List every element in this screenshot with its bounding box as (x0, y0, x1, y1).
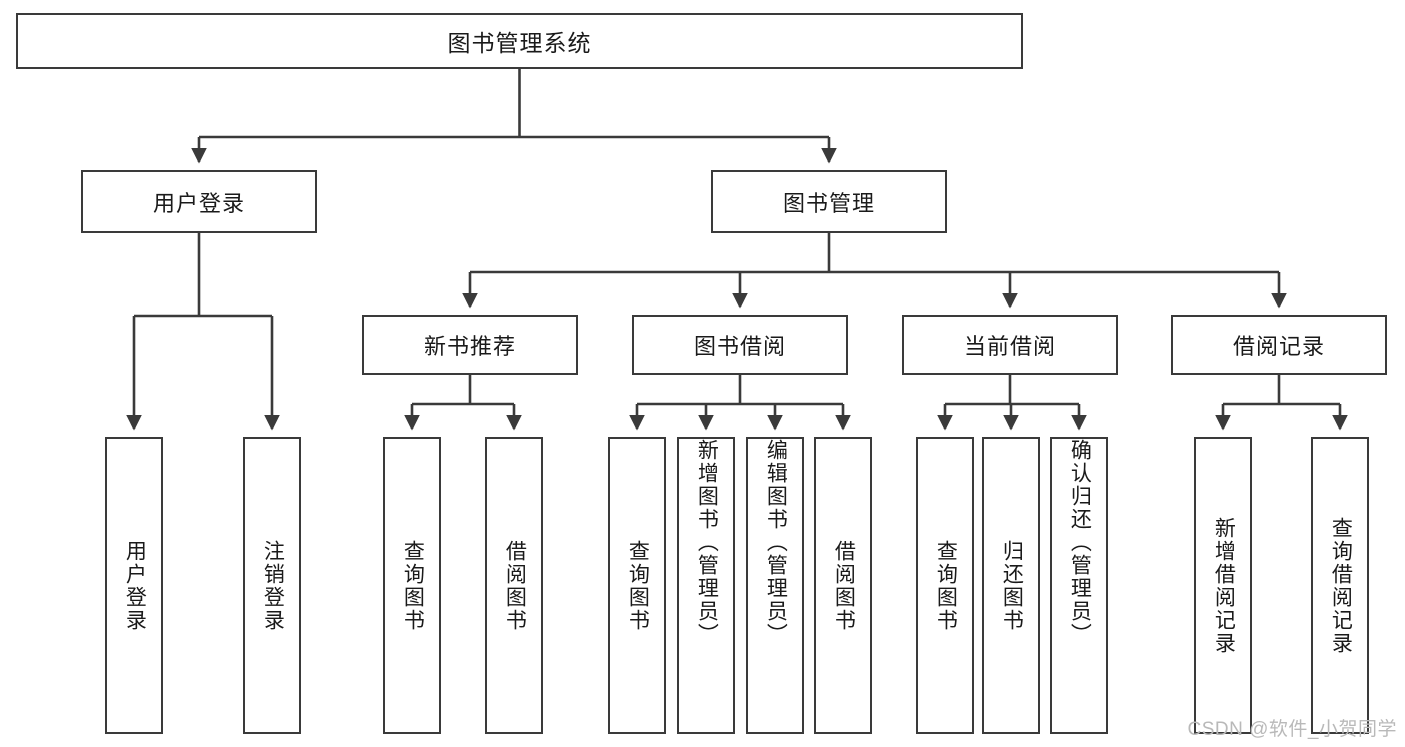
node-leaf-query-borrow-record[interactable]: 查询借阅记录 (1311, 437, 1369, 734)
node-label: 新书推荐 (423, 334, 516, 359)
node-label: 图书借阅 (693, 334, 786, 359)
node-leaf-return-book[interactable]: 归还图书 (982, 437, 1040, 734)
node-label: 新增图书（管理员） (695, 439, 719, 646)
node-label: 用户登录 (152, 190, 245, 216)
node-label: 查询图书 (626, 539, 650, 632)
node-label: 当前借阅 (963, 334, 1056, 359)
node-label: 新增借阅记录 (1212, 516, 1236, 655)
node-leaf-borrow-book-recommend[interactable]: 借阅图书 (485, 437, 543, 734)
node-label: 查询借阅记录 (1329, 516, 1353, 655)
node-book-management[interactable]: 图书管理 (711, 170, 947, 233)
node-leaf-query-book-current[interactable]: 查询图书 (916, 437, 974, 734)
node-current-borrow[interactable]: 当前借阅 (902, 315, 1118, 375)
node-borrow-record[interactable]: 借阅记录 (1171, 315, 1387, 375)
node-leaf-logout-login[interactable]: 注销登录 (243, 437, 301, 734)
node-label: 借阅记录 (1232, 334, 1325, 359)
node-label: 注销登录 (261, 539, 285, 632)
node-leaf-add-borrow-record[interactable]: 新增借阅记录 (1194, 437, 1252, 734)
node-leaf-add-book-admin[interactable]: 新增图书（管理员） (677, 437, 735, 734)
node-leaf-user-login[interactable]: 用户登录 (105, 437, 163, 734)
node-label: 图书管理 (782, 190, 875, 216)
node-leaf-edit-book-admin[interactable]: 编辑图书（管理员） (746, 437, 804, 734)
node-label: 查询图书 (934, 539, 958, 632)
watermark-text: CSDN @软件_小贺同学 (1187, 719, 1397, 740)
node-label: 查询图书 (401, 539, 425, 632)
node-new-book-recommend[interactable]: 新书推荐 (362, 315, 578, 375)
node-label: 图书管理系统 (447, 30, 592, 56)
node-label: 编辑图书（管理员） (764, 439, 788, 646)
node-leaf-query-book-borrow[interactable]: 查询图书 (608, 437, 666, 734)
node-root-book-management-system[interactable]: 图书管理系统 (16, 13, 1023, 69)
node-leaf-borrow-book[interactable]: 借阅图书 (814, 437, 872, 734)
node-label: 借阅图书 (832, 539, 856, 632)
node-leaf-confirm-return-admin[interactable]: 确认归还（管理员） (1050, 437, 1108, 734)
node-label: 用户登录 (123, 539, 147, 632)
node-label: 归还图书 (1000, 539, 1024, 632)
node-label: 借阅图书 (503, 539, 527, 632)
node-leaf-query-book-recommend[interactable]: 查询图书 (383, 437, 441, 734)
node-label: 确认归还（管理员） (1068, 439, 1092, 646)
node-book-borrow[interactable]: 图书借阅 (632, 315, 848, 375)
node-user-login[interactable]: 用户登录 (81, 170, 317, 233)
